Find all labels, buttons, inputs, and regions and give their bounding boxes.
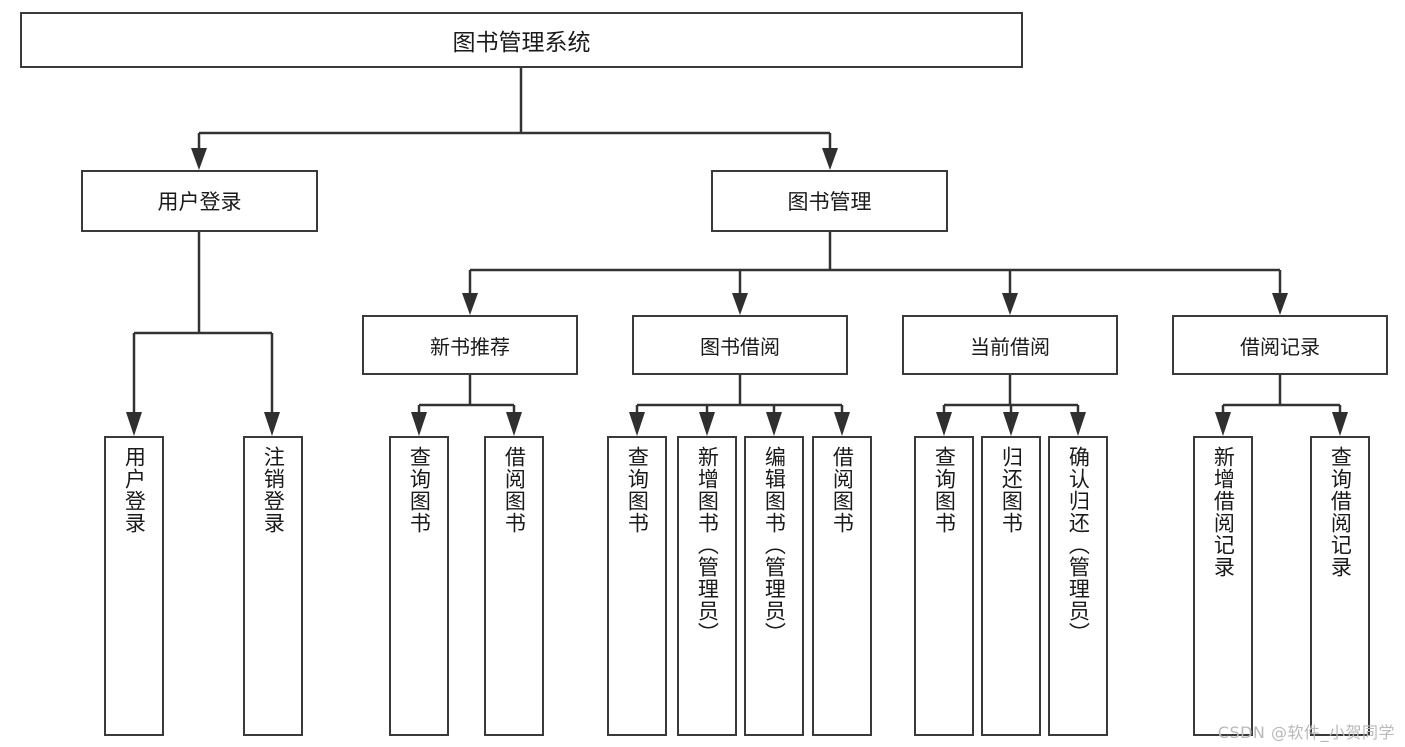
leaf-label: 新增借阅记录 (1211, 446, 1236, 578)
arrow-jilu-leaf1 (1215, 412, 1231, 436)
leaf-label: 归还图书 (999, 446, 1024, 534)
leaf-label: 编辑图书（管理员） (762, 446, 787, 644)
leaf-borrow-add-book-admin[interactable]: 新增图书（管理员） (677, 436, 737, 736)
leaf-record-query-borrow-record[interactable]: 查询借阅记录 (1310, 436, 1370, 736)
node-book-borrow[interactable]: 图书借阅 (632, 315, 848, 375)
arrow-userlogin-leaf1 (126, 412, 142, 436)
arrow-dangqian-leaf1 (936, 412, 952, 436)
arrow-jieyue-leaf2 (699, 412, 715, 436)
leaf-label: 借阅图书 (502, 446, 527, 534)
arrow-jilu-leaf2 (1332, 412, 1348, 436)
arrow-dangqian-leaf3 (1070, 412, 1086, 436)
leaf-current-confirm-return-admin[interactable]: 确认归还（管理员） (1048, 436, 1108, 736)
arrow-to-book-manage (822, 148, 838, 170)
leaf-label: 查询图书 (407, 446, 432, 534)
leaf-borrow-borrow-book[interactable]: 借阅图书 (812, 436, 872, 736)
arrow-jieyue-leaf4 (834, 412, 850, 436)
arrow-jieyue-leaf3 (766, 412, 782, 436)
leaf-label: 查询图书 (625, 446, 650, 534)
leaf-new-book-borrow[interactable]: 借阅图书 (484, 436, 544, 736)
leaf-current-query-book[interactable]: 查询图书 (914, 436, 974, 736)
arrow-jieyue-leaf1 (629, 412, 645, 436)
leaf-new-book-query[interactable]: 查询图书 (389, 436, 449, 736)
leaf-record-add-borrow-record[interactable]: 新增借阅记录 (1193, 436, 1253, 736)
leaf-label: 查询借阅记录 (1328, 446, 1353, 578)
leaf-current-return-book[interactable]: 归还图书 (981, 436, 1041, 736)
node-book-management[interactable]: 图书管理 (711, 170, 948, 232)
leaf-label: 确认归还（管理员） (1066, 446, 1091, 644)
arrow-l3-3 (1002, 293, 1018, 315)
csdn-watermark: CSDN @软件_小贺同学 (1217, 723, 1395, 742)
arrow-l3-4 (1272, 293, 1288, 315)
leaf-borrow-query-book[interactable]: 查询图书 (607, 436, 667, 736)
arrow-l3-2 (732, 293, 748, 315)
leaf-user-login-login[interactable]: 用户登录 (104, 436, 164, 736)
arrow-userlogin-leaf2 (264, 412, 280, 436)
leaf-label: 新增图书（管理员） (695, 446, 720, 644)
leaf-label: 注销登录 (261, 446, 286, 534)
leaf-label: 借阅图书 (830, 446, 855, 534)
node-current-borrow[interactable]: 当前借阅 (902, 315, 1118, 375)
arrow-l3-1 (462, 293, 478, 315)
arrow-to-user-login (191, 148, 207, 170)
arrow-dangqian-leaf2 (1003, 412, 1019, 436)
arrow-xinshu-leaf1 (411, 412, 427, 436)
arrow-xinshu-leaf2 (506, 412, 522, 436)
node-borrow-record[interactable]: 借阅记录 (1172, 315, 1388, 375)
node-user-login[interactable]: 用户登录 (81, 170, 318, 232)
leaf-label: 查询图书 (932, 446, 957, 534)
leaf-borrow-edit-book-admin[interactable]: 编辑图书（管理员） (744, 436, 804, 736)
leaf-label: 用户登录 (122, 446, 147, 534)
leaf-user-login-logout[interactable]: 注销登录 (243, 436, 303, 736)
node-root-book-management-system[interactable]: 图书管理系统 (20, 12, 1023, 68)
node-new-book-recommend[interactable]: 新书推荐 (362, 315, 578, 375)
